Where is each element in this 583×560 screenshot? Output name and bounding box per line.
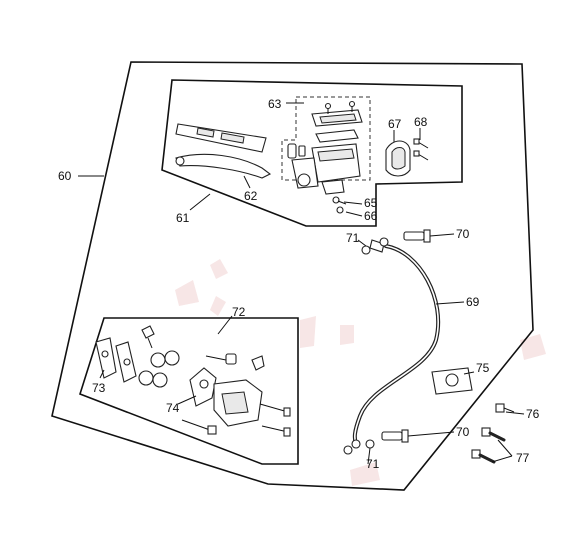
switch-screw: [332, 196, 347, 214]
clamp-bracket: [385, 140, 411, 177]
reservoir-cap: [311, 100, 363, 127]
reservoir-diaphragm: [315, 129, 359, 143]
callout-73: 73: [92, 381, 106, 395]
brake-lever: [175, 153, 272, 179]
brake-pad-right: [115, 341, 137, 383]
caliper-bracket-plate: [189, 367, 217, 407]
callout-60: 60: [58, 169, 72, 183]
outer-kit-frame: [51, 61, 534, 491]
caliper-body: [213, 379, 263, 427]
caliper-frame: [79, 317, 299, 465]
caliper-seals: [138, 350, 180, 388]
banjo-bolt-lower: [381, 429, 409, 443]
callout-63: 63: [268, 97, 282, 111]
master-cylinder-body: [291, 143, 361, 195]
reservoir-dashed-box: [281, 96, 371, 181]
callout-62: 62: [244, 189, 258, 203]
callout-71-upper: 71: [346, 231, 360, 245]
callout-67: 67: [388, 117, 402, 131]
callout-76: 76: [526, 407, 540, 421]
caliper-lower-pin: [181, 419, 217, 435]
callout-72: 72: [232, 305, 246, 319]
callout-70-lower: 70: [456, 425, 470, 439]
piston-small: [287, 143, 306, 159]
callout-65: 65: [364, 196, 378, 210]
callout-68: 68: [414, 115, 428, 129]
leader-lines: [78, 102, 525, 465]
callout-66: 66: [364, 209, 378, 223]
caliper-slide-pin: [205, 353, 237, 365]
caliper-bolts-right: [259, 403, 291, 437]
callout-74: 74: [166, 401, 180, 415]
callout-70-upper: 70: [456, 227, 470, 241]
caliper-mount-bolts: [471, 427, 506, 464]
master-cylinder-frame: [161, 79, 463, 227]
watermark: [175, 259, 546, 486]
callout-71-lower: 71: [366, 457, 380, 471]
bleed-screw: [251, 355, 265, 371]
caliper-pin-top: [141, 325, 155, 349]
hose-guide-bracket: [431, 367, 473, 395]
callout-61: 61: [176, 211, 190, 225]
brake-hose: [343, 237, 441, 455]
bracket-bolt: [495, 403, 515, 413]
callout-75: 75: [476, 361, 490, 375]
callout-77: 77: [516, 451, 530, 465]
brake-pad-left: [95, 337, 117, 379]
callout-69: 69: [466, 295, 480, 309]
clamp-bolts: [413, 138, 429, 161]
brake-lever-label-strip: [175, 123, 267, 153]
banjo-bolt-upper: [403, 229, 431, 243]
